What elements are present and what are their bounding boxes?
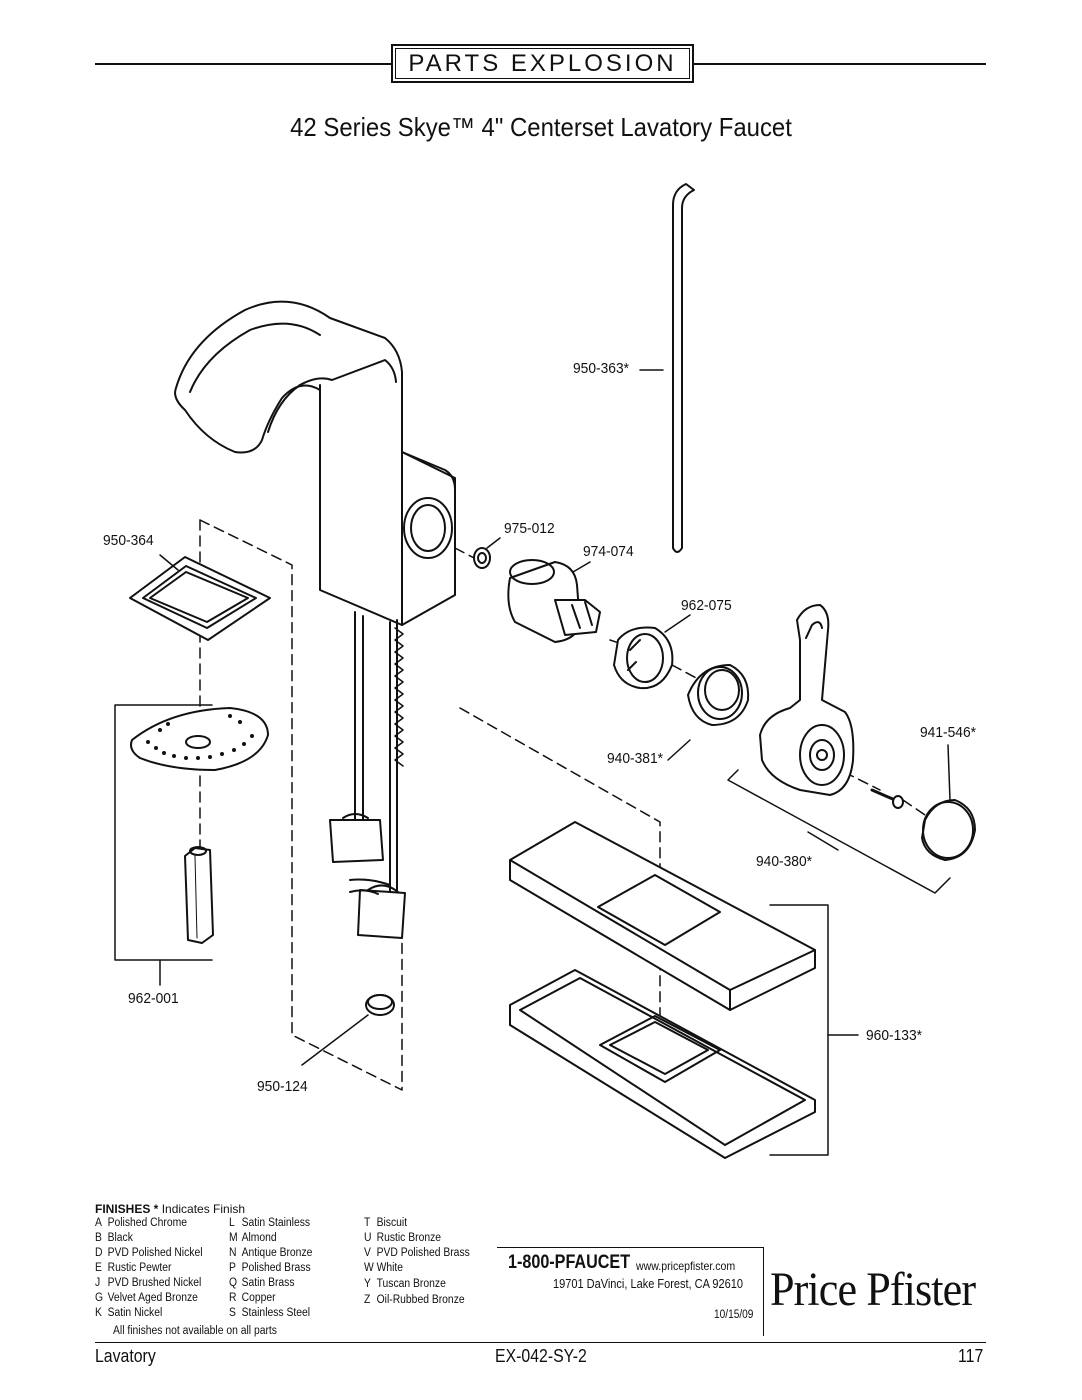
deck-plate-top-drawing	[509, 821, 816, 1011]
revision-date: 10/15/09	[714, 1309, 754, 1321]
phone-number: 1-800-PFAUCET	[508, 1252, 631, 1273]
hex-nut-drawing	[184, 846, 214, 944]
footer-page-number: 117	[958, 1346, 984, 1366]
header-rule-right	[694, 63, 986, 65]
finishes-heading-rest: Indicates Finish	[158, 1202, 246, 1216]
section-label: PARTS EXPLOSION	[391, 44, 694, 83]
ring-drawing	[667, 664, 750, 761]
footer-rule	[95, 1342, 986, 1343]
bracket-drawing	[130, 707, 269, 771]
gasket-drawing	[129, 556, 271, 641]
callout-960-133: 960-133*	[866, 1027, 923, 1044]
address: 19701 DaVinci, Lake Forest, CA 92610	[553, 1277, 743, 1291]
page-title: 42 Series Skye™ 4" Centerset Lavatory Fa…	[290, 112, 792, 142]
callout-950-363: 950-363*	[573, 360, 630, 377]
cap-drawing	[921, 744, 976, 861]
callout-974-074: 974-074	[583, 543, 634, 560]
callout-940-381: 940-381*	[607, 750, 664, 767]
finishes-note: All finishes not available on all parts	[113, 1325, 277, 1337]
adapter-drawing	[613, 626, 674, 690]
contact-box	[497, 1247, 764, 1336]
screw-drawing	[870, 788, 904, 809]
washer-drawing	[473, 547, 491, 569]
finishes-heading: FINISHES * Indicates Finish	[95, 1202, 245, 1216]
lift-rod-drawing	[672, 183, 695, 553]
website-link[interactable]: www.pricepfister.com	[636, 1259, 736, 1273]
callout-975-012: 975-012	[504, 520, 555, 537]
brand-logo: Price Pfister	[770, 1263, 976, 1316]
deck-plate-bottom-drawing	[509, 969, 816, 1159]
handle-drawing	[727, 604, 951, 894]
footer-category: Lavatory	[95, 1346, 156, 1366]
footer-doc-number: EX-042-SY-2	[495, 1346, 587, 1366]
header-rule-left	[95, 63, 391, 65]
callout-950-124: 950-124	[257, 1078, 308, 1095]
callout-950-364: 950-364	[103, 532, 154, 549]
finishes-heading-bold: FINISHES *	[95, 1202, 159, 1216]
plug-drawing	[301, 994, 395, 1066]
cartridge-drawing	[507, 559, 601, 643]
callout-962-001: 962-001	[128, 990, 179, 1007]
callout-940-380: 940-380*	[756, 853, 813, 870]
callout-962-075: 962-075	[681, 597, 732, 614]
callout-941-546: 941-546*	[920, 724, 977, 741]
faucet-body-drawing	[174, 300, 456, 939]
